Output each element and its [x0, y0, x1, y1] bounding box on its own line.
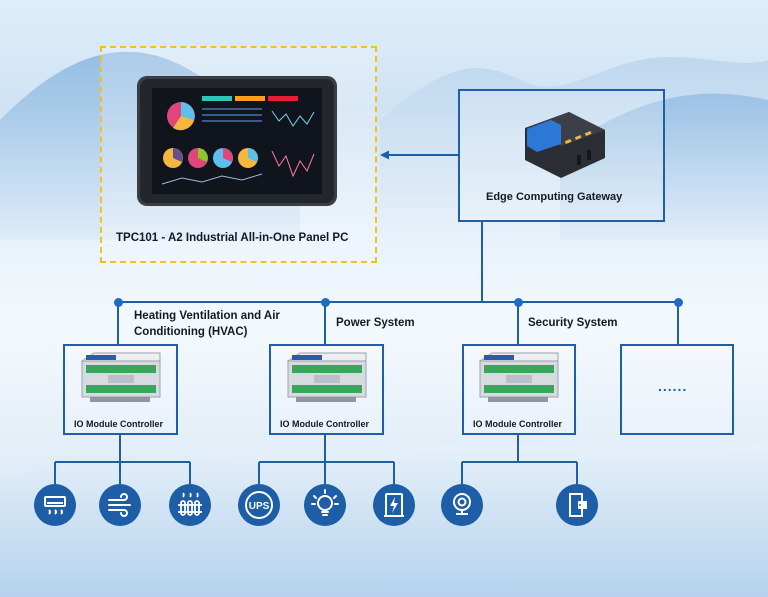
- ventilation-fan-icon: [99, 484, 141, 526]
- bus-node-power: [321, 298, 330, 307]
- security-system-label: Security System: [528, 317, 618, 329]
- hvac-controller-label: IO Module Controller: [74, 419, 163, 429]
- io-module-icon: [286, 351, 368, 403]
- gateway-device-icon: [517, 110, 607, 182]
- io-module-icon: [80, 351, 162, 403]
- power-cabinet-icon: [373, 484, 415, 526]
- power-controller-label: IO Module Controller: [280, 419, 369, 429]
- bus-node-more: [674, 298, 683, 307]
- ups-icon: UPS: [238, 484, 280, 526]
- hvac-system-label: Heating Ventilation and Air Conditioning…: [134, 308, 314, 340]
- bus-node-hvac: [114, 298, 123, 307]
- panel-pc-label: TPC101 - A2 Industrial All-in-One Panel …: [116, 232, 348, 244]
- more-ellipsis: ......: [658, 378, 687, 394]
- bus-node-security: [514, 298, 523, 307]
- air-conditioner-icon: [34, 484, 76, 526]
- power-system-label: Power System: [336, 317, 415, 329]
- io-module-icon: [478, 351, 560, 403]
- access-door-icon: [556, 484, 598, 526]
- security-controller-label: IO Module Controller: [473, 419, 562, 429]
- heater-radiator-icon: [169, 484, 211, 526]
- panel-pc-icon: [137, 76, 337, 206]
- gateway-label: Edge Computing Gateway: [486, 191, 622, 203]
- svg-text:UPS: UPS: [249, 501, 270, 512]
- lightbulb-icon: [304, 484, 346, 526]
- webcam-icon: [441, 484, 483, 526]
